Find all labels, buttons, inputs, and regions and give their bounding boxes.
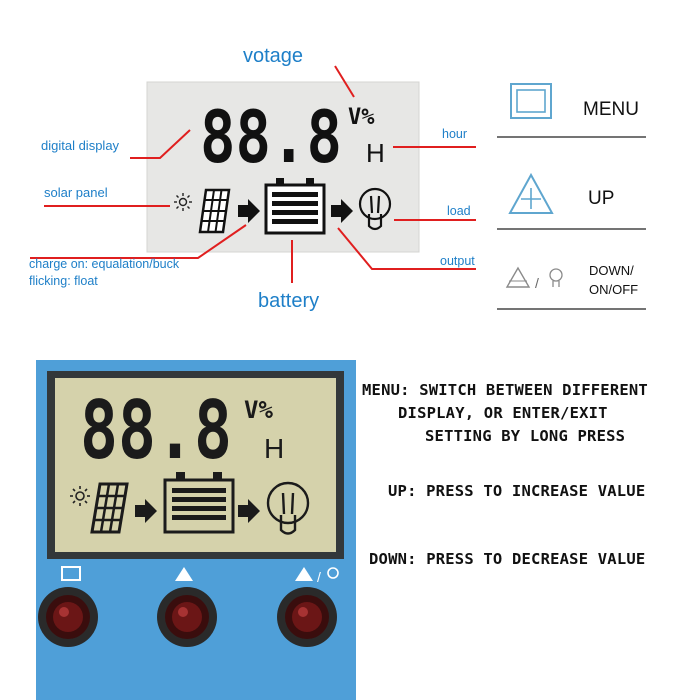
bulb-icon <box>266 481 310 535</box>
callout-voltage <box>334 65 355 98</box>
legend-menu-label: MENU <box>583 99 639 120</box>
legend-down-label-2: ON/OFF <box>589 282 638 297</box>
up-triangle-icon <box>175 567 193 581</box>
instruction-menu-line3: SETTING BY LONG PRESS <box>425 427 626 445</box>
bulb-small-icon <box>327 567 339 579</box>
label-charge-on: charge on: equalation/buck <box>29 257 180 271</box>
legend-down-separator: / <box>535 275 539 291</box>
instruction-down: DOWN: PRESS TO DECREASE VALUE <box>369 550 646 568</box>
lcd-unit-top: V% <box>348 105 375 130</box>
callout-digital-display <box>130 129 191 159</box>
button-legend-down: / DOWN/ ON/OFF <box>497 263 646 310</box>
button-legend-up: UP <box>497 172 646 230</box>
device-lcd-unit-top: V% <box>244 396 273 424</box>
instruction-up: UP: PRESS TO INCREASE VALUE <box>388 482 646 500</box>
arrow-right-icon <box>135 499 157 523</box>
callout-output <box>337 227 476 270</box>
sun-icon <box>70 486 90 506</box>
device-separator: / <box>317 569 321 585</box>
arrow-right-icon <box>238 499 260 523</box>
solar-panel-icon <box>90 482 129 534</box>
legend-up-label: UP <box>588 188 614 209</box>
lcd-unit-bottom: H <box>366 138 385 168</box>
device-lcd-digits: 88.8 <box>80 384 232 477</box>
bulb-icon <box>358 187 392 231</box>
label-flicking: flicking: float <box>29 274 98 288</box>
label-battery: battery <box>258 290 319 312</box>
device-lcd-unit-bottom: H <box>264 433 284 464</box>
legend-down-label-1: DOWN/ <box>589 263 634 278</box>
sun-icon <box>174 193 192 211</box>
lcd-digits: 88.8 <box>200 95 342 179</box>
menu-button[interactable] <box>38 587 98 647</box>
label-load: load <box>447 204 471 218</box>
battery-icon <box>264 178 326 235</box>
arrow-right-icon <box>331 199 353 223</box>
solar-panel-icon <box>198 188 231 234</box>
instruction-menu-line1: MENU: SWITCH BETWEEN DIFFERENT <box>362 381 648 399</box>
label-digital-display: digital display <box>41 138 120 153</box>
label-hour: hour <box>442 127 467 141</box>
instruction-menu-line2: DISPLAY, OR ENTER/EXIT <box>398 404 608 422</box>
arrow-right-icon <box>238 199 260 223</box>
battery-icon <box>163 472 235 534</box>
label-output: output <box>440 254 475 268</box>
label-voltage: votage <box>243 45 303 67</box>
down-button[interactable] <box>277 587 337 647</box>
button-legend-menu: MENU <box>497 83 646 138</box>
label-solar-panel: solar panel <box>44 185 108 200</box>
down-triangle-icon <box>295 567 313 581</box>
menu-square-icon <box>61 566 81 581</box>
callout-charge <box>30 224 247 259</box>
up-button[interactable] <box>157 587 217 647</box>
